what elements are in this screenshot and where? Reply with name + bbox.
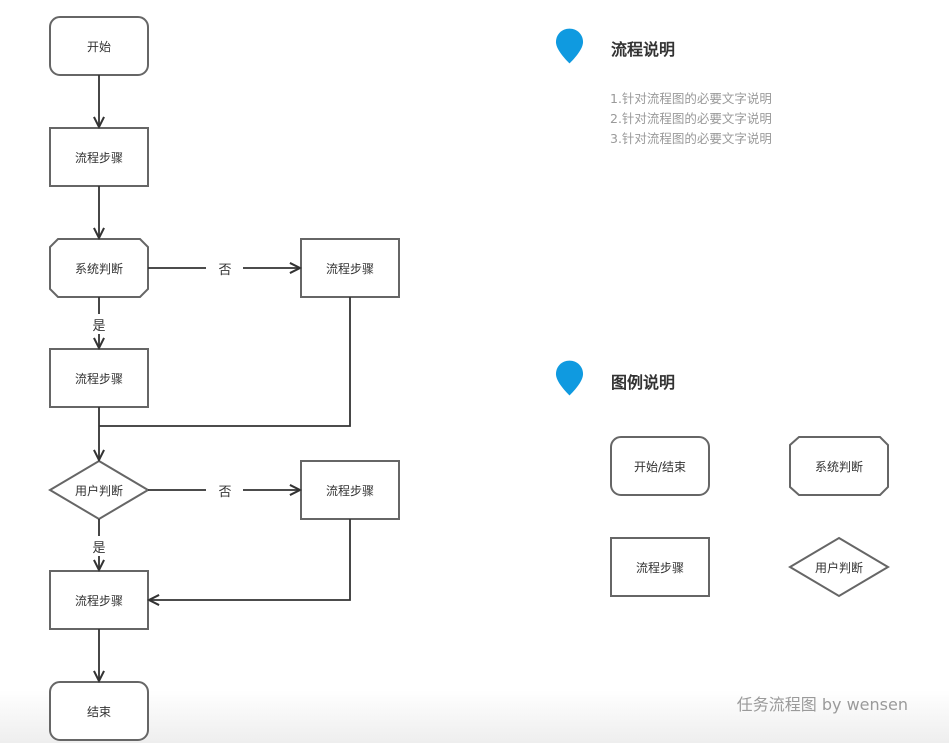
legend-start-end-shape — [610, 436, 710, 496]
edge-label-yes-2: 是 — [84, 536, 114, 556]
step-3-label: 流程步骤 — [74, 593, 123, 608]
legend-system-decision-label: 系统判断 — [814, 459, 863, 474]
start-node-label: 开始 — [86, 39, 111, 54]
legend-system-decision-shape — [789, 436, 889, 496]
step-no-1-label: 流程步骤 — [325, 261, 374, 276]
legend-title: 图例说明 — [611, 373, 676, 392]
edge-label-yes-1: 是 — [84, 314, 114, 334]
step-no-1-shape — [300, 238, 400, 298]
edge-step-no-1-merge — [99, 297, 351, 427]
location-pin-icon — [555, 360, 584, 396]
legend-process-step-label: 流程步骤 — [635, 560, 684, 575]
watermark: 任务流程图 by wensen — [736, 695, 908, 714]
bottom-fade — [0, 690, 949, 743]
edge-step-no-2-to-step3 — [149, 519, 351, 600]
legend-user-decision-shape — [788, 536, 890, 598]
system-decision-label: 系统判断 — [74, 261, 123, 276]
note-item: 1.针对流程图的必要文字说明 — [610, 91, 772, 106]
note-item: 2.针对流程图的必要文字说明 — [610, 111, 772, 126]
step-1-label: 流程步骤 — [74, 150, 123, 165]
legend-process-step-shape — [610, 537, 710, 597]
user-decision-label: 用户判断 — [74, 483, 123, 498]
flow-description-title: 流程说明 — [611, 40, 676, 59]
location-pin-icon — [555, 28, 584, 64]
note-item: 3.针对流程图的必要文字说明 — [610, 131, 772, 146]
legend-user-decision-label: 用户判断 — [814, 560, 863, 575]
end-node-label: 结束 — [86, 704, 111, 719]
edge-label-no-1: 否 — [210, 258, 240, 278]
step-2-label: 流程步骤 — [74, 371, 123, 386]
step-no-2-label: 流程步骤 — [325, 483, 374, 498]
edge-label-no-2: 否 — [210, 480, 240, 500]
system-decision-shape — [49, 238, 149, 298]
step-3-shape — [49, 570, 149, 630]
flow-description-notes: 1.针对流程图的必要文字说明 2.针对流程图的必要文字说明 3.针对流程图的必要… — [610, 89, 772, 149]
legend-start-end-label: 开始/结束 — [633, 459, 687, 474]
step-no-2-shape — [300, 460, 400, 520]
